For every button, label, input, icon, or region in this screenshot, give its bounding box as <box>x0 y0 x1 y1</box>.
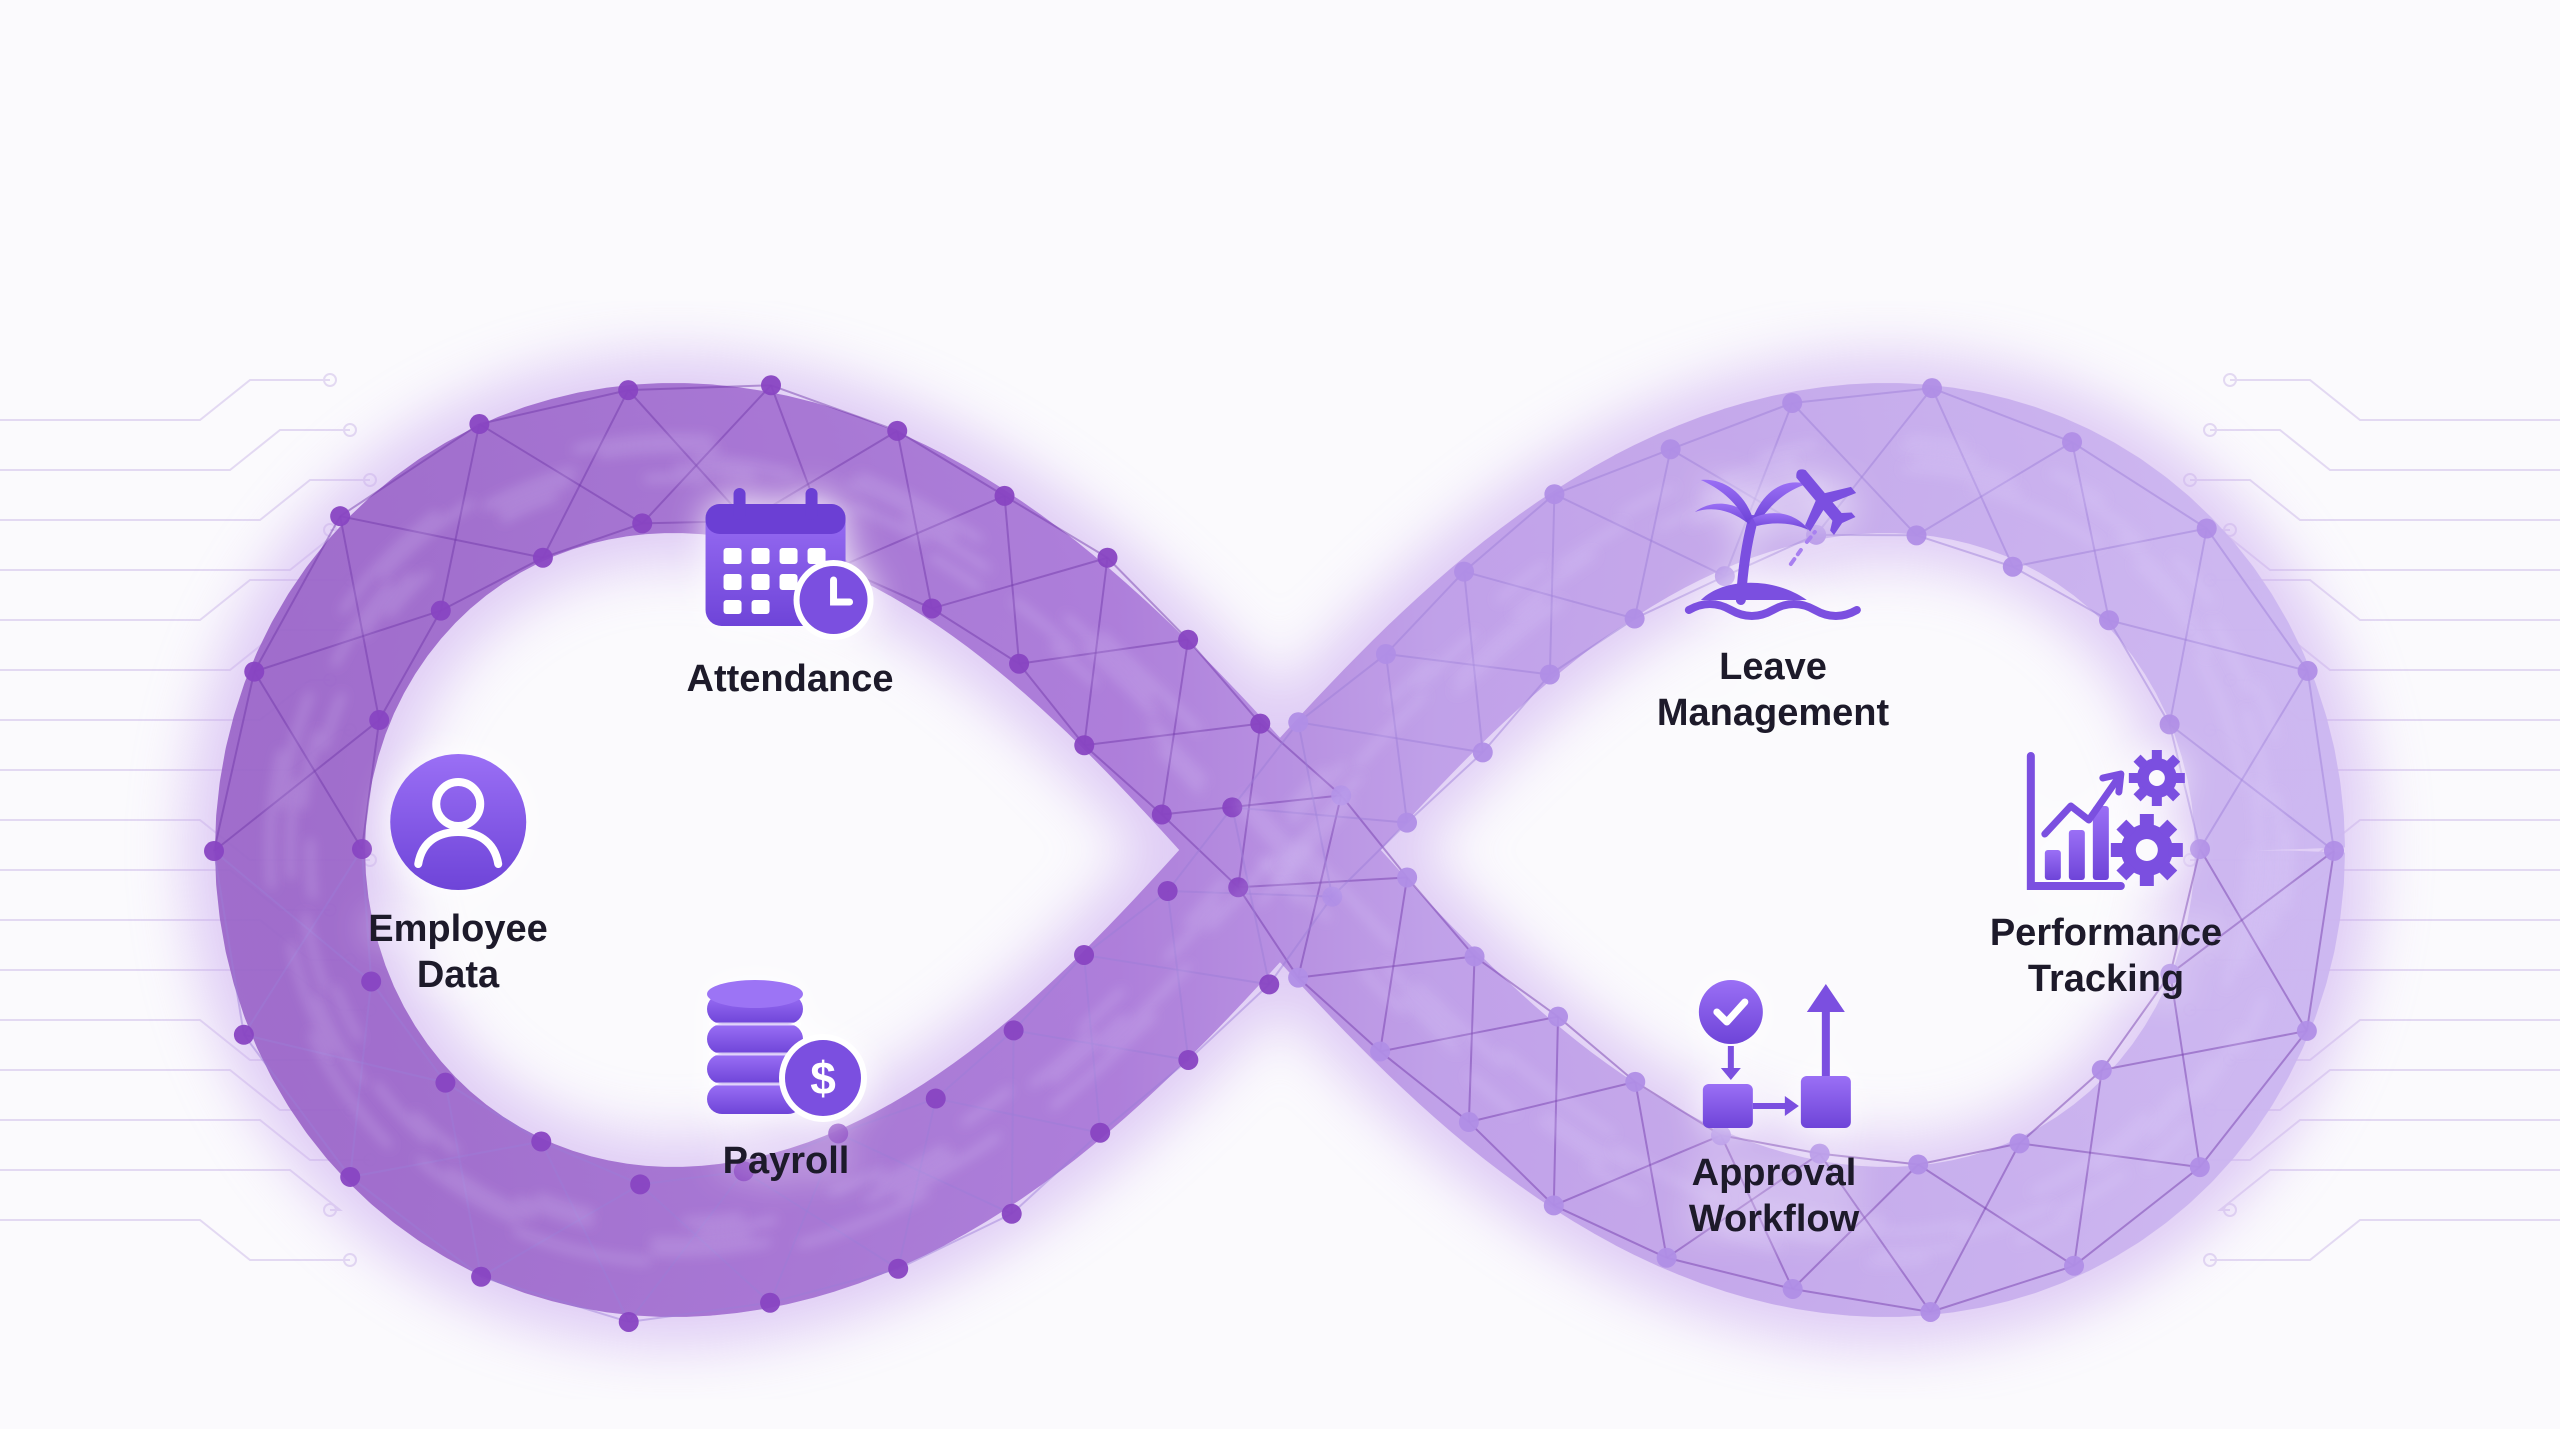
module-label-leave-management: Leave Management <box>1656 646 1890 734</box>
calendar-clock-icon <box>705 488 874 640</box>
module-label-attendance: Attendance <box>686 658 894 700</box>
module-performance-tracking[interactable]: Performance Tracking <box>1990 746 2222 1002</box>
module-label-payroll: Payroll <box>722 1140 850 1182</box>
light-streaks <box>268 436 2292 1264</box>
svg-text:$: $ <box>810 1052 836 1104</box>
module-employee-data[interactable]: Employee Data <box>368 752 548 998</box>
module-payroll[interactable]: $ Payroll <box>701 974 871 1184</box>
module-label-performance-tracking: Performance Tracking <box>1989 912 2223 1000</box>
chart-gears-icon <box>2026 750 2185 890</box>
coins-dollar-icon: $ <box>707 980 867 1122</box>
palm-island-plane-icon <box>1685 469 1861 620</box>
module-label-approval-workflow: Approval Workflow <box>1688 1152 1860 1240</box>
module-leave-management[interactable]: Leave Management <box>1657 460 1889 736</box>
user-profile-icon <box>390 754 526 890</box>
approval-flow-icon <box>1698 980 1851 1128</box>
module-attendance[interactable]: Attendance <box>686 482 894 702</box>
module-label-employee-data: Employee Data <box>368 908 548 996</box>
module-approval-workflow[interactable]: Approval Workflow <box>1689 976 1859 1242</box>
